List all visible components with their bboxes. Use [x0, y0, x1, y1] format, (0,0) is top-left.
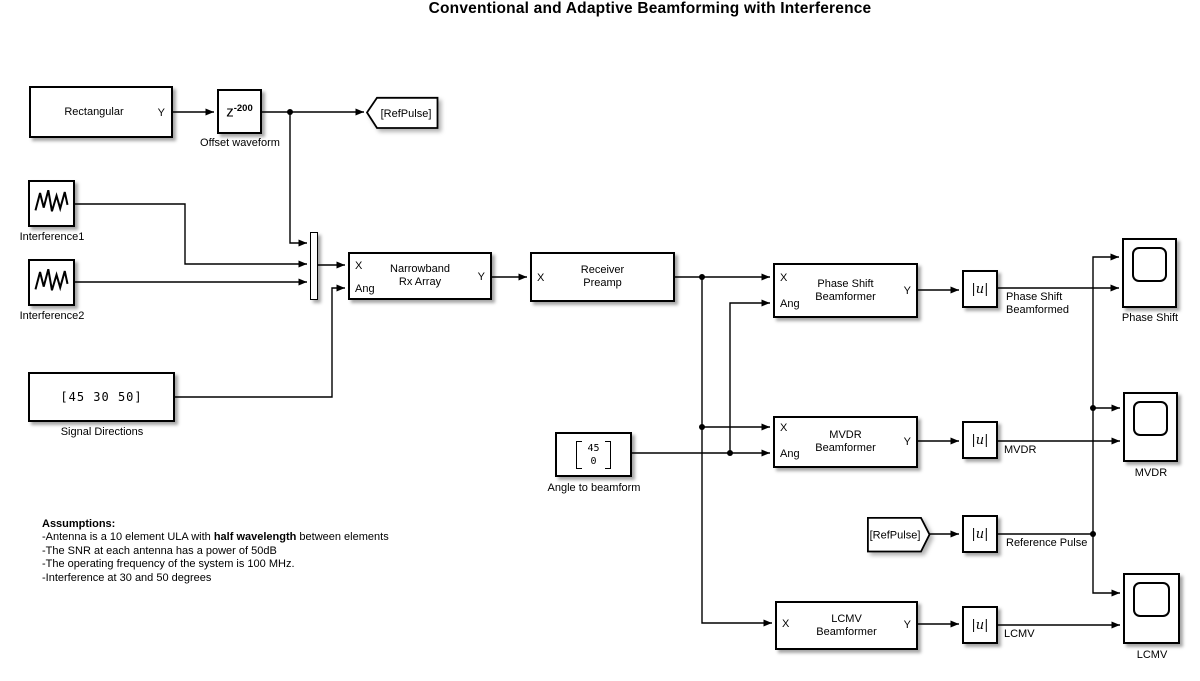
from-refpulse-tag[interactable]: [RefPulse]	[867, 517, 931, 553]
angle-to-beamform-block[interactable]: 45 0	[555, 432, 632, 477]
abs-label: |u|	[971, 526, 989, 542]
psbf-in-x-label: X	[780, 272, 788, 284]
abs-reference-pulse-block[interactable]: |u|	[962, 515, 998, 553]
wire-interference1-to-mux	[75, 203, 307, 268]
rectangular-label: Rectangular	[64, 105, 124, 118]
assumptions-heading: Assumptions:	[42, 518, 116, 530]
from-refpulse-label: [RefPulse]	[870, 530, 921, 542]
abs-label: |u|	[971, 281, 989, 297]
abs-label: |u|	[971, 617, 989, 633]
signal-directions-value: [45 30 50]	[60, 389, 143, 404]
mvdr-signal-label: MVDR	[1004, 444, 1037, 456]
goto-refpulse-tag[interactable]: [RefPulse]	[365, 96, 439, 129]
interference2-caption: Interference2	[19, 310, 85, 322]
wire-angle-branch-to-psbf-ang	[729, 299, 770, 453]
interference1-block[interactable]	[28, 180, 75, 227]
abs-lcmv-block[interactable]: |u|	[962, 606, 998, 644]
rectangular-out-port-label: Y	[157, 107, 165, 119]
phase-shift-beamformed-signal-label: Phase Shift Beamformed	[1006, 291, 1069, 316]
psbf-out-y-label: Y	[903, 285, 911, 297]
phase-shift-scope-caption: Phase Shift	[1121, 312, 1179, 324]
mvdr-in-ang-label: Ang	[780, 448, 800, 460]
scope-screen-icon	[1132, 247, 1167, 282]
goto-refpulse-label: [RefPulse]	[381, 108, 432, 120]
offset-waveform-caption: Offset waveform	[200, 137, 280, 149]
angle-vector: 45 0	[576, 440, 611, 469]
angle-value-row1: 45	[587, 442, 600, 454]
mvdr-scope-caption: MVDR	[1134, 467, 1168, 479]
wire-junction-dots	[287, 109, 1096, 537]
assumption-item: -Interference at 30 and 50 degrees	[42, 571, 212, 584]
assumption-item: -The SNR at each antenna has a power of …	[42, 544, 277, 557]
left-bracket	[576, 440, 583, 469]
psbf-in-ang-label: Ang	[780, 298, 800, 310]
lcmv-signal-label: LCMV	[1004, 628, 1035, 640]
mvdr-scope-block[interactable]	[1123, 392, 1178, 462]
wire-offset-branch-to-mux	[289, 112, 307, 247]
right-bracket	[604, 440, 611, 469]
lcmv-scope-block[interactable]	[1123, 573, 1180, 644]
angle-value-row2: 0	[590, 455, 597, 467]
assumption-item: -The operating frequency of the system i…	[42, 558, 295, 571]
narrowband-in-x-label: X	[355, 260, 363, 272]
wire-refpulse-to-psscope-top	[1092, 253, 1119, 534]
mux-block[interactable]	[310, 232, 318, 300]
wire-refpulse-to-lcmvscope-top	[1092, 534, 1120, 597]
interference2-block[interactable]	[28, 259, 75, 306]
narrowband-out-y-label: Y	[477, 271, 485, 283]
abs-label: |u|	[971, 432, 989, 448]
receiver-in-x-label: X	[537, 272, 545, 284]
mvdr-out-y-label: Y	[903, 436, 911, 448]
scope-screen-icon	[1133, 582, 1170, 617]
wire-signaldirections-to-narrowband-ang	[175, 284, 345, 398]
lcmv-out-y-label: Y	[903, 619, 911, 631]
wire-receiver-branch-to-lcmv-x	[701, 277, 772, 627]
abs-phase-shift-block[interactable]: |u|	[962, 270, 998, 308]
noise-waveform-icon	[34, 268, 69, 292]
diagram-title: Conventional and Adaptive Beamforming wi…	[428, 0, 872, 17]
scope-screen-icon	[1133, 401, 1168, 436]
mvdr-in-x-label: X	[780, 422, 788, 434]
angle-to-beamform-caption: Angle to beamform	[547, 482, 641, 494]
delay-expression: z-200	[226, 102, 253, 121]
interference1-caption: Interference1	[19, 231, 85, 243]
offset-waveform-block[interactable]: z-200	[217, 89, 262, 134]
reference-pulse-signal-label: Reference Pulse	[1006, 537, 1088, 549]
noise-waveform-icon	[34, 189, 69, 213]
assumption-item: -Antenna is a 10 element ULA with half w…	[42, 531, 389, 544]
assumptions-annotation: Assumptions: -Antenna is a 10 element UL…	[42, 518, 389, 585]
abs-mvdr-block[interactable]: |u|	[962, 421, 998, 459]
lcmv-scope-caption: LCMV	[1136, 649, 1168, 661]
rectangular-block[interactable]: Rectangular Y	[29, 86, 173, 138]
phase-shift-scope-block[interactable]	[1122, 238, 1177, 308]
lcmv-in-x-label: X	[782, 618, 790, 630]
narrowband-in-ang-label: Ang	[355, 283, 375, 295]
signal-directions-caption: Signal Directions	[60, 426, 144, 438]
signal-directions-block[interactable]: [45 30 50]	[28, 372, 175, 422]
